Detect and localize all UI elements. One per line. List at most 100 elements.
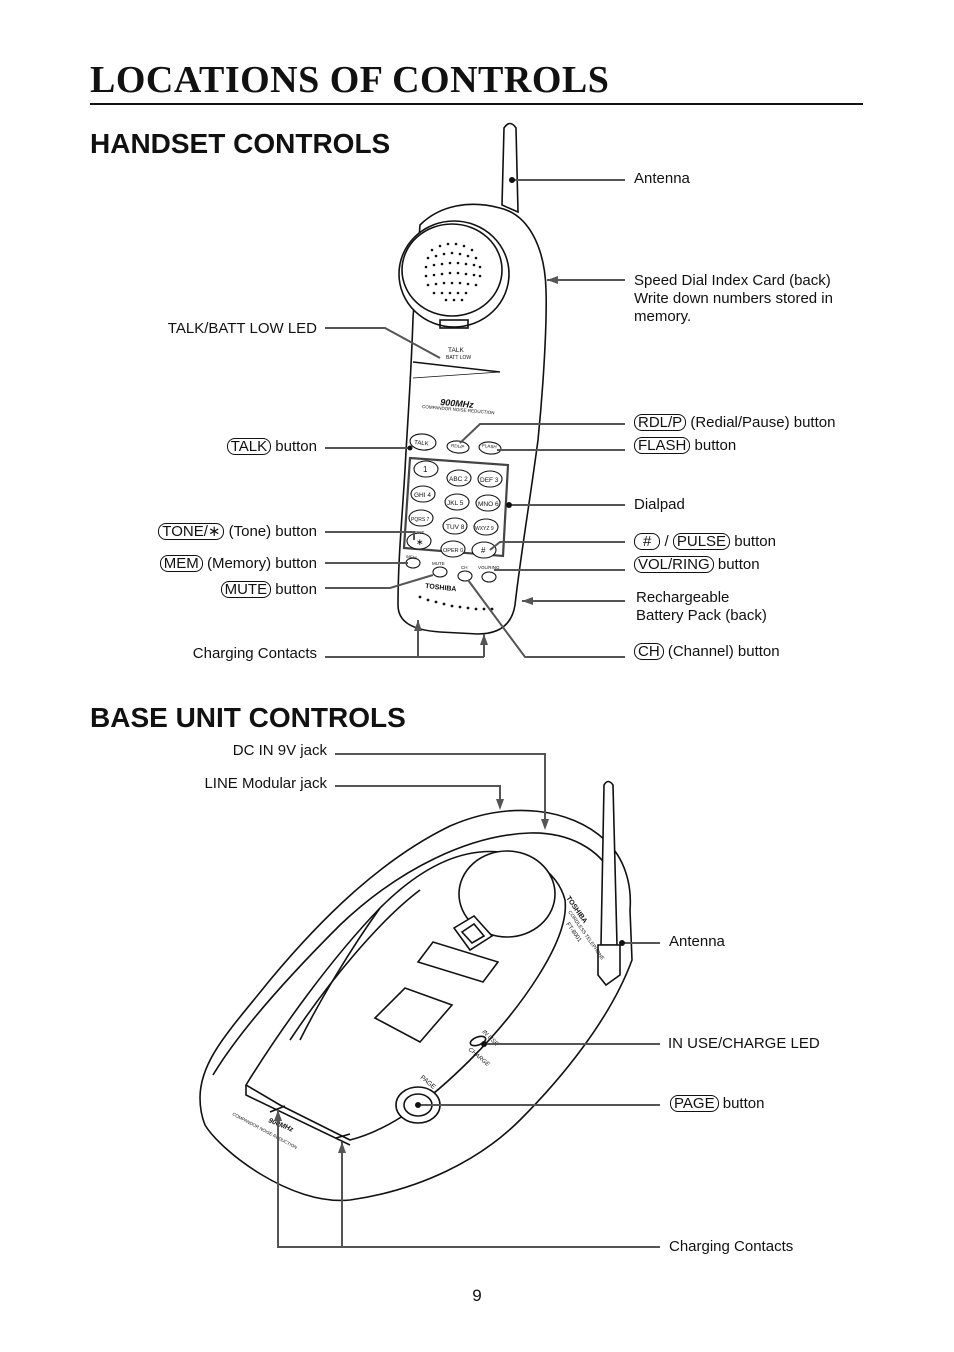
print-key-hash: # [481, 546, 486, 555]
label-rdlp-desc: (Redial/Pause) button [690, 414, 836, 431]
key-flash: FLASH [634, 437, 691, 454]
label-talk-batt-led: TALK/BATT LOW LED [167, 320, 317, 337]
label-battery-line-1: Rechargeable [636, 589, 730, 606]
key-7-shape [408, 509, 434, 527]
print-btn-talk: TALK [414, 440, 429, 447]
handset-illustration [397, 122, 547, 635]
key-mem: MEM [159, 555, 203, 572]
earpiece-holes [424, 242, 482, 302]
base-leader-dots [415, 940, 625, 1108]
label-dialpad: Dialpad [634, 496, 685, 513]
label-speed-dial-line-1: Speed Dial Index Card (back) [634, 272, 831, 289]
label-speed-dial-line-3: memory. [634, 308, 692, 325]
label-mem-button: MEM (Memory) button [159, 555, 317, 573]
label-mute-button: MUTE button [220, 581, 317, 599]
key-hash: # [634, 533, 661, 550]
label-base-antenna: Antenna [669, 933, 725, 950]
label-handset-charging-contacts: Charging Contacts [192, 645, 317, 662]
page-title: LOCATIONS OF CONTROLS [90, 59, 610, 101]
talk-key-shape [409, 433, 437, 451]
label-speed-dial-line-2: Write down numbers stored in [634, 290, 833, 307]
key-1-shape [413, 460, 439, 478]
label-tone-desc: (Tone) button [228, 523, 317, 540]
label-mem-desc: (Memory) button [206, 555, 317, 572]
print-btn-volring: VOL/RING [478, 565, 500, 570]
label-battery-line-2: Battery Pack (back) [636, 607, 767, 624]
label-battery-pack: Rechargeable Battery Pack (back) [636, 589, 767, 625]
key-page: PAGE [670, 1095, 719, 1112]
print-key-3: DEF 3 [480, 477, 499, 484]
handset-leaders [325, 179, 625, 658]
key-4-shape [410, 485, 436, 503]
handset-arrow-heads [414, 276, 558, 645]
label-hash-pulse-button: # / PULSE button [634, 533, 776, 551]
label-in-use-charge-led: IN USE/CHARGE LED [668, 1035, 820, 1052]
label-dc-in-jack: DC IN 9V jack [232, 742, 327, 759]
label-antenna: Antenna [634, 170, 690, 187]
handset-antenna [501, 122, 519, 214]
label-flash-button: FLASH button [634, 437, 736, 455]
print-btn-mute: MUTE [432, 561, 445, 566]
print-key-star: ∗ [416, 537, 424, 547]
label-volring-button: VOL/RING button [634, 556, 760, 574]
label-ch-desc: (Channel) button [667, 643, 780, 660]
print-noise-reduction: COMPANDOR NOISE REDUCTION [422, 404, 495, 415]
label-page-desc: button [722, 1095, 765, 1112]
volring-key-shape [481, 571, 497, 583]
print-btn-flash: FLASH [482, 443, 497, 449]
key-pulse: PULSE [672, 533, 731, 550]
print-key-6: MNO 6 [478, 501, 499, 508]
print-btn-ch: CH [461, 565, 468, 570]
label-volring-desc: button [717, 556, 760, 573]
handset-leader-dots [407, 177, 515, 508]
label-line-jack: LINE Modular jack [204, 775, 327, 792]
page-number: 9 [472, 1286, 482, 1305]
label-tone-button: TONE/∗ (Tone) button [158, 523, 317, 541]
key-9-shape [473, 518, 499, 536]
mute-key-shape [432, 566, 448, 578]
print-key-8: TUV 8 [446, 524, 465, 531]
key-2-shape [446, 469, 472, 487]
print-key-1: 1 [423, 465, 428, 474]
handset-earpiece [398, 220, 510, 328]
label-talk-desc: button [275, 438, 317, 455]
print-model: 900MHz [440, 397, 475, 410]
handset-printing: TALK BATT LOW 900MHz COMPANDOR NOISE RED… [406, 347, 500, 593]
base-arrow-heads [274, 799, 549, 1153]
print-key-7: PQRS 7 [411, 517, 430, 523]
label-rdlp-button: RDL/P (Redial/Pause) button [634, 414, 835, 432]
base-illustration [199, 780, 633, 1202]
print-brand: TOSHIBA [425, 583, 457, 593]
key-6-shape [475, 494, 501, 512]
key-8-shape [442, 517, 468, 535]
label-mute-desc: button [275, 581, 317, 598]
label-talk-button: TALK button [226, 438, 317, 456]
base-leaders [277, 753, 660, 1248]
print-key-4: GHI 4 [414, 492, 431, 499]
label-slash: / [664, 533, 669, 550]
key-ch: CH [634, 643, 664, 660]
key-talk: TALK [226, 438, 272, 455]
handset-heading: HANDSET CONTROLS [90, 128, 391, 159]
key-mute: MUTE [220, 581, 272, 598]
print-btn-rdlp: RDL/P [451, 443, 465, 449]
print-key-2: ABC 2 [449, 476, 468, 483]
base-cradle [244, 850, 567, 1141]
print-tone: TONE [412, 530, 424, 535]
key-3-shape [477, 470, 503, 488]
key-0-shape [440, 540, 466, 558]
label-page-button: PAGE button [670, 1095, 764, 1113]
print-key-9: WXYZ 9 [475, 526, 494, 532]
key-volring: VOL/RING [634, 556, 714, 573]
key-hash-shape [471, 541, 497, 559]
print-btn-mem: MEM [406, 554, 417, 560]
print-key-5: JKL 5 [447, 500, 464, 507]
microphone-dots [418, 595, 494, 611]
print-key-0: OPER 0 [443, 548, 463, 554]
title-rule [90, 103, 863, 105]
key-5-shape [444, 493, 470, 511]
label-speed-dial-card: Speed Dial Index Card (back) Write down … [634, 272, 833, 326]
label-pulse-desc: button [734, 533, 776, 550]
key-rdlp: RDL/P [634, 414, 687, 431]
